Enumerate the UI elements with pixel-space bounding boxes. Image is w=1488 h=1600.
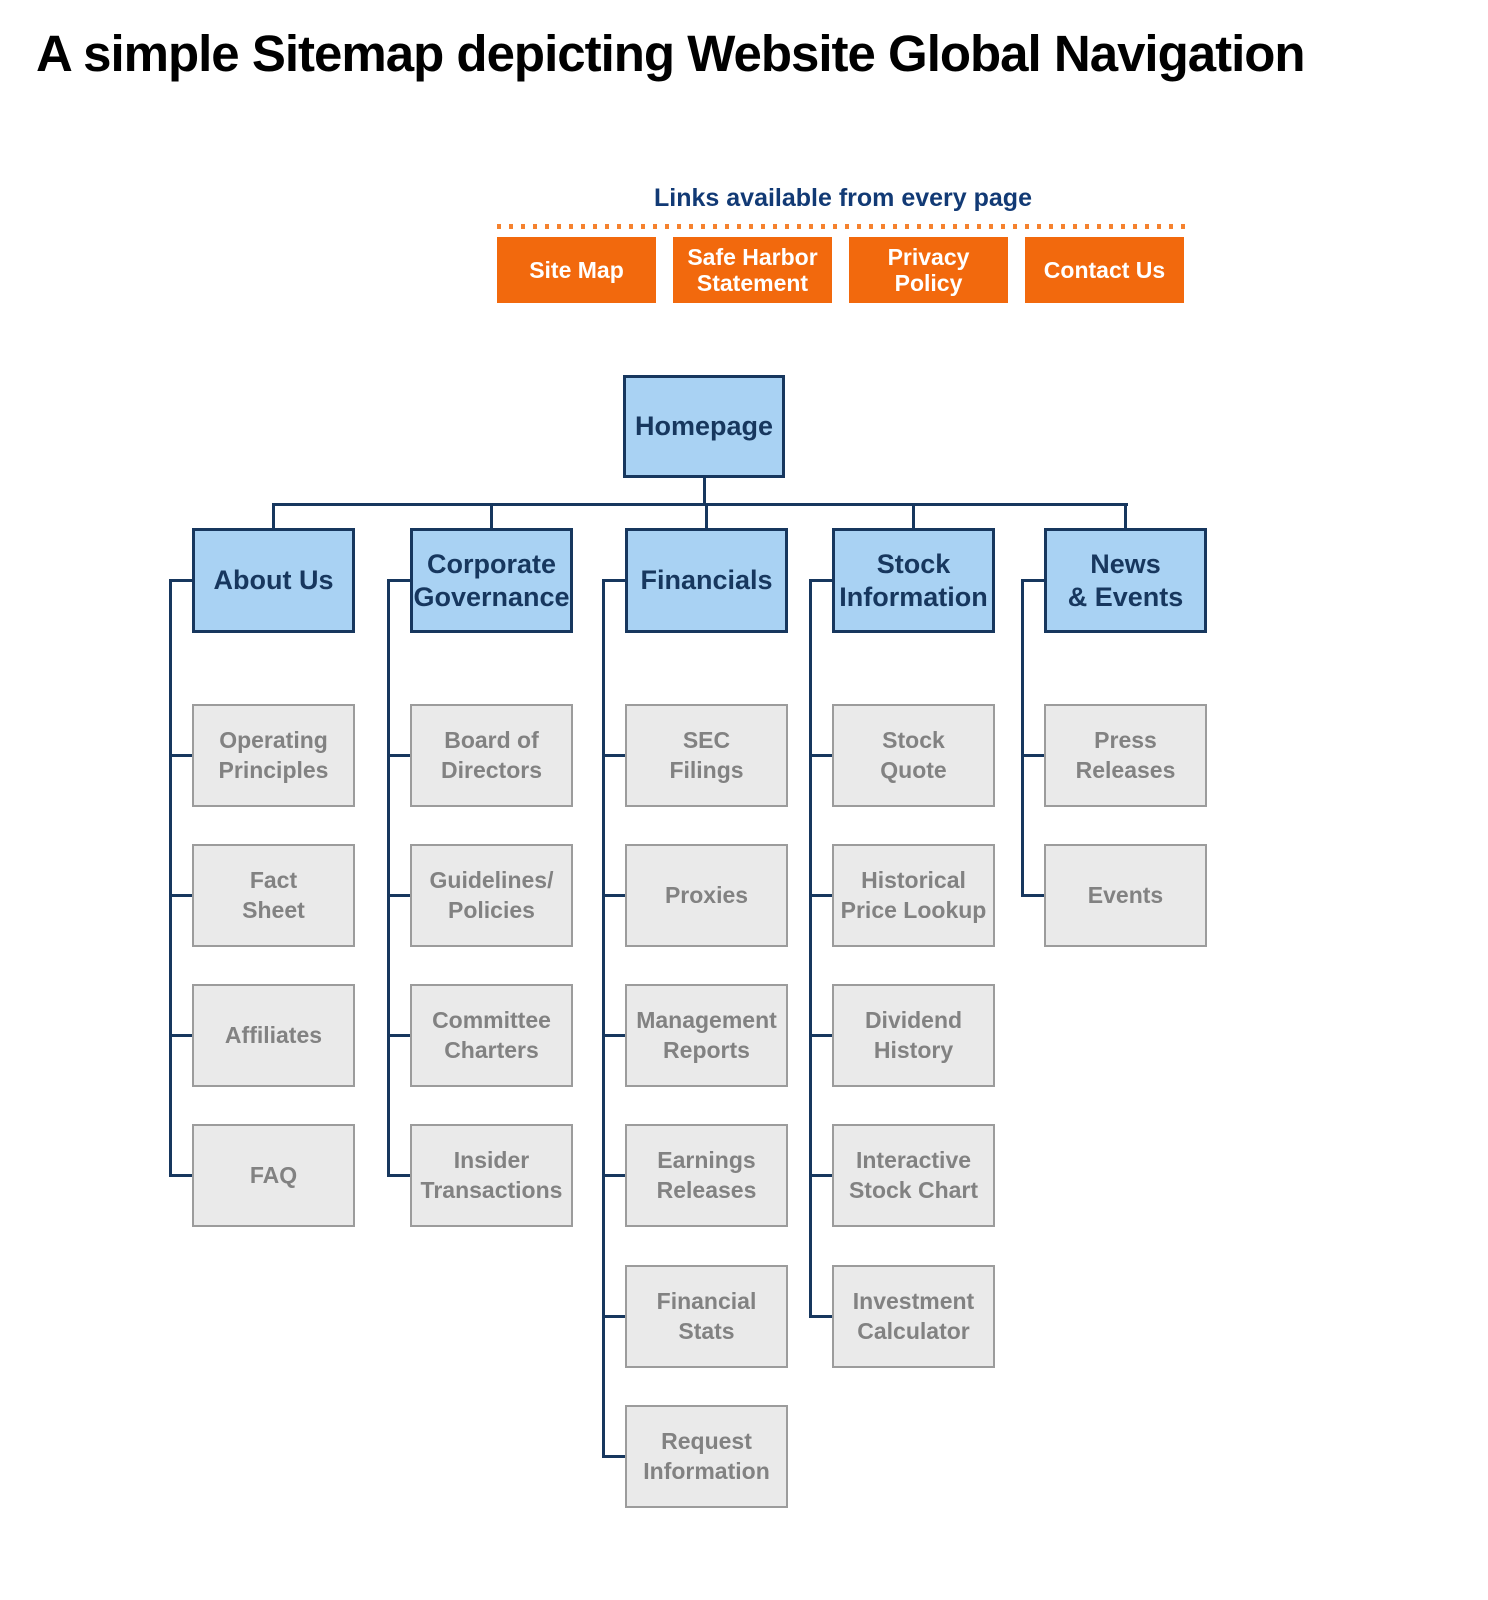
connector-line xyxy=(809,579,835,582)
node-guidelines-policies[interactable]: Guidelines/ Policies xyxy=(410,844,573,947)
connector-line xyxy=(1021,754,1047,757)
node-financials[interactable]: Financials xyxy=(625,528,788,633)
connector-line xyxy=(1021,579,1047,582)
node-committee-charters[interactable]: Committee Charters xyxy=(410,984,573,1087)
node-faq[interactable]: FAQ xyxy=(192,1124,355,1227)
connector-line xyxy=(169,894,195,897)
node-fact-sheet[interactable]: Fact Sheet xyxy=(192,844,355,947)
connector-line xyxy=(809,754,835,757)
node-press-releases[interactable]: Press Releases xyxy=(1044,704,1207,807)
button-site-map[interactable]: Site Map xyxy=(497,237,656,303)
node-proxies[interactable]: Proxies xyxy=(625,844,788,947)
node-board-of-directors[interactable]: Board of Directors xyxy=(410,704,573,807)
connector-line xyxy=(809,579,812,1318)
node-corporate-governance[interactable]: Corporate Governance xyxy=(410,528,573,633)
button-privacy-policy[interactable]: Privacy Policy xyxy=(849,237,1008,303)
node-news-events[interactable]: News & Events xyxy=(1044,528,1207,633)
node-management-reports[interactable]: Management Reports xyxy=(625,984,788,1087)
node-interactive-stock-chart[interactable]: Interactive Stock Chart xyxy=(832,1124,995,1227)
connector-line xyxy=(169,1034,195,1037)
connector-line xyxy=(272,503,275,530)
node-stock-quote[interactable]: Stock Quote xyxy=(832,704,995,807)
node-insider-transactions[interactable]: Insider Transactions xyxy=(410,1124,573,1227)
node-homepage[interactable]: Homepage xyxy=(623,375,785,478)
connector-line xyxy=(169,579,195,582)
connector-line xyxy=(602,1174,628,1177)
connector-line xyxy=(387,1034,413,1037)
connector-line xyxy=(705,503,708,530)
node-request-information[interactable]: Request Information xyxy=(625,1405,788,1508)
connector-line xyxy=(387,579,390,1177)
connector-line xyxy=(387,754,413,757)
connector-line xyxy=(809,1034,835,1037)
connector-line xyxy=(387,894,413,897)
connector-line xyxy=(602,1315,628,1318)
node-affiliates[interactable]: Affiliates xyxy=(192,984,355,1087)
connector-line xyxy=(272,503,1128,506)
connector-line xyxy=(602,894,628,897)
connector-line xyxy=(1021,579,1024,897)
connector-line xyxy=(809,1315,835,1318)
connector-line xyxy=(169,1174,195,1177)
node-dividend-history[interactable]: Dividend History xyxy=(832,984,995,1087)
connector-line xyxy=(169,579,172,1177)
connector-line xyxy=(1021,894,1047,897)
connector-line xyxy=(387,579,413,582)
connector-line xyxy=(169,754,195,757)
node-about-us[interactable]: About Us xyxy=(192,528,355,633)
button-safe-harbor-statement[interactable]: Safe Harbor Statement xyxy=(673,237,832,303)
connector-line xyxy=(602,1455,628,1458)
node-stock-information[interactable]: Stock Information xyxy=(832,528,995,633)
connector-line xyxy=(809,1174,835,1177)
connector-line xyxy=(602,754,628,757)
page-title: A simple Sitemap depicting Website Globa… xyxy=(36,25,1306,82)
node-operating-principles[interactable]: Operating Principles xyxy=(192,704,355,807)
node-events[interactable]: Events xyxy=(1044,844,1207,947)
connector-line xyxy=(809,894,835,897)
global-links-heading: Links available from every page xyxy=(654,184,1032,212)
connector-line xyxy=(1124,503,1127,530)
connector-line xyxy=(602,579,605,1458)
connector-line xyxy=(387,1174,413,1177)
node-sec-filings[interactable]: SEC Filings xyxy=(625,704,788,807)
node-investment-calculator[interactable]: Investment Calculator xyxy=(832,1265,995,1368)
connector-line xyxy=(602,1034,628,1037)
connector-line xyxy=(490,503,493,530)
node-earnings-releases[interactable]: Earnings Releases xyxy=(625,1124,788,1227)
connector-line xyxy=(912,503,915,530)
node-financial-stats[interactable]: Financial Stats xyxy=(625,1265,788,1368)
connector-line xyxy=(602,579,628,582)
dotted-divider xyxy=(497,224,1189,229)
node-historical-price-lookup[interactable]: Historical Price Lookup xyxy=(832,844,995,947)
button-contact-us[interactable]: Contact Us xyxy=(1025,237,1184,303)
connector-line xyxy=(703,478,706,506)
